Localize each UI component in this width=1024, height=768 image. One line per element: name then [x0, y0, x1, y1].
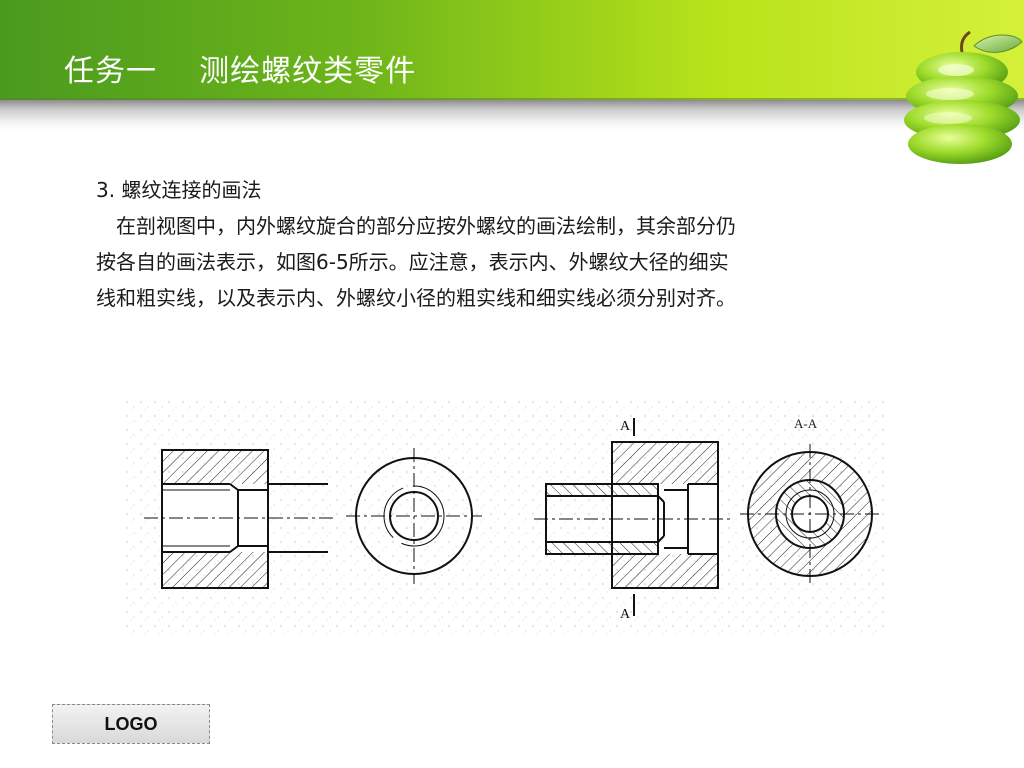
section-heading: 3. 螺纹连接的画法	[96, 178, 262, 202]
section-mark-bottom: A	[620, 607, 631, 622]
thread-assembly-section: A A	[534, 418, 730, 622]
internal-thread-end-view	[346, 448, 482, 584]
title-banner: 任务一 测绘螺纹类零件	[0, 0, 1024, 100]
body-text: 3. 螺纹连接的画法 在剖视图中，内外螺纹旋合的部分应按外螺纹的画法绘制，其余部…	[96, 172, 916, 316]
paragraph-line-2: 按各自的画法表示，如图6-5所示。应注意，表示内、外螺纹大径的细实	[96, 250, 729, 274]
paragraph-line-3: 线和粗实线，以及表示内、外螺纹小径的粗实线和细实线必须分别对齐。	[96, 286, 736, 310]
apple-icon	[904, 30, 1023, 164]
logo-box: LOGO	[52, 704, 210, 744]
slide-title: 任务一 测绘螺纹类零件	[64, 54, 417, 89]
section-aa-label: A-A	[794, 416, 818, 431]
internal-thread-section	[144, 449, 334, 589]
section-mark-top: A	[620, 419, 631, 434]
banner-shadow	[0, 100, 1024, 130]
thread-connection-drawing: A A A-A	[124, 398, 884, 638]
paragraph-line-1: 在剖视图中，内外螺纹旋合的部分应按外螺纹的画法绘制，其余部分仍	[116, 214, 736, 238]
section-aa-view: A-A	[740, 416, 880, 584]
